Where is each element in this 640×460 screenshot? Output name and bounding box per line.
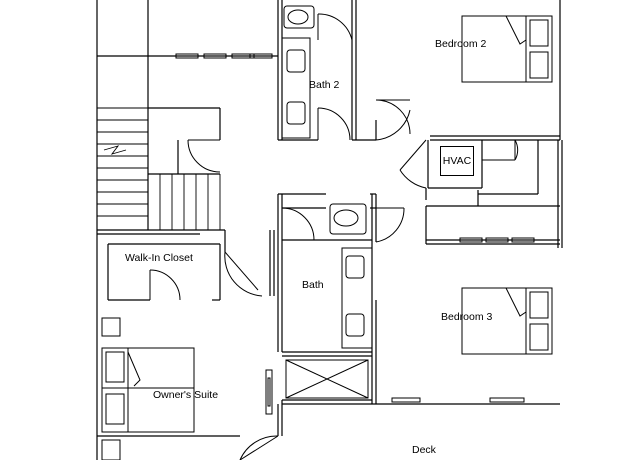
room-label-bedroom-2: Bedroom 2 — [435, 38, 487, 50]
hvac-unit: HVAC — [440, 146, 474, 176]
room-label-owners-suite: Owner's Suite — [153, 389, 219, 401]
room-label-bath: Bath — [302, 279, 324, 291]
fixtures — [101, 5, 373, 460]
stairs — [97, 107, 221, 230]
room-label-bath-2: Bath 2 — [309, 79, 340, 91]
room-label-walk-in-closet: Walk-In Closet — [125, 252, 193, 264]
doors — [149, 13, 519, 460]
windows — [175, 53, 535, 415]
walls — [96, 0, 563, 460]
room-label-bedroom-3: Bedroom 3 — [441, 311, 493, 323]
room-label-deck: Deck — [412, 444, 436, 456]
beds — [101, 15, 553, 433]
room-label-hvac: HVAC — [442, 155, 472, 167]
